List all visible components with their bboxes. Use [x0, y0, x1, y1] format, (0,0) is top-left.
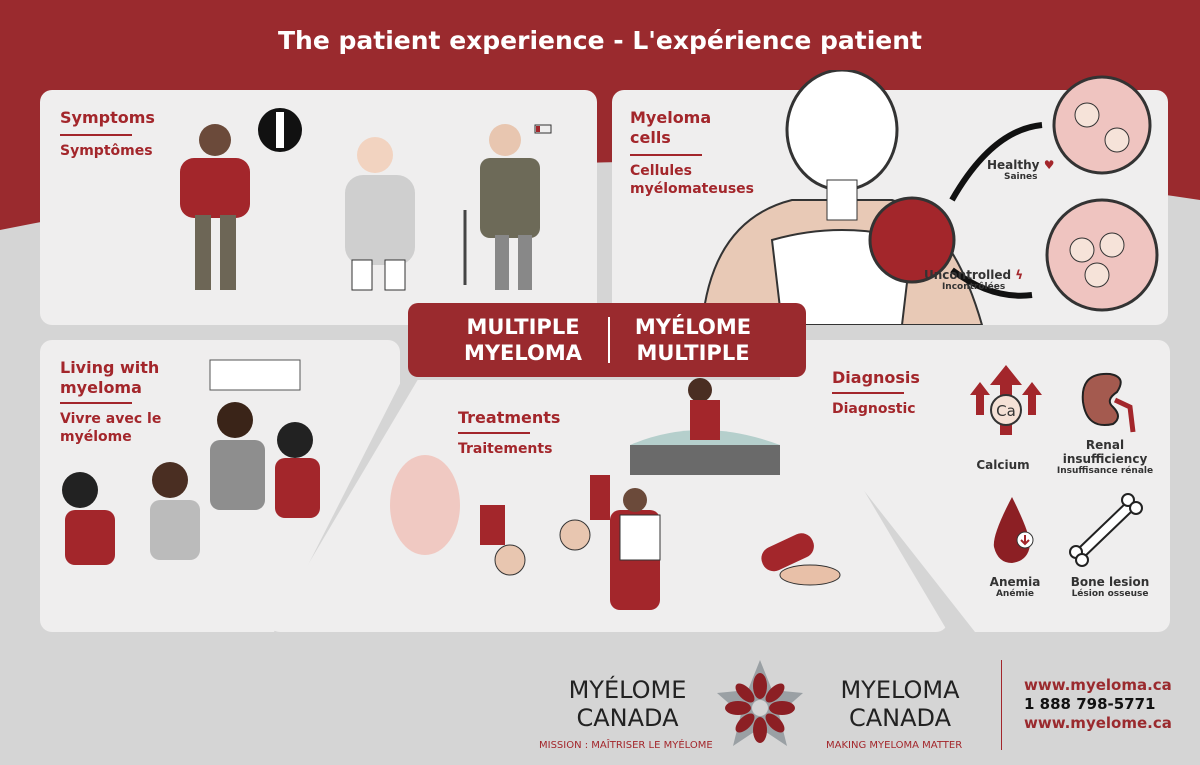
living-illustration — [62, 359, 320, 565]
myeloma-canada-logo — [717, 660, 803, 746]
diagnosis-title: Diagnosis — [832, 368, 920, 387]
lightning-icon: ϟ — [1015, 268, 1024, 282]
myeloma-cells-panel: Myeloma cells Cellules myélomateuses Hea… — [612, 70, 1168, 325]
ca-symbol: Ca — [996, 402, 1016, 420]
diag-label: Calcium — [976, 458, 1030, 472]
treatments-title-fr: Traitements — [458, 441, 553, 457]
tagline-fr: MISSION : MAÎTRISER LE MYÉLOME — [539, 740, 713, 751]
symptoms-panel: Symptoms Symptômes — [40, 90, 597, 325]
website-en[interactable]: www.myeloma.ca — [1024, 676, 1172, 694]
badge-fr: MYÉLOME MULTIPLE — [634, 315, 752, 365]
symptoms-illustration — [180, 108, 552, 291]
footer-divider — [1001, 660, 1002, 750]
uncontrolled-fr: Incontrôlées — [941, 282, 1006, 292]
cells-title-fr: Cellules myélomateuses — [630, 163, 754, 197]
diag-label-fr: Anémie — [995, 589, 1035, 599]
diagnosis-title-fr: Diagnostic — [832, 401, 916, 417]
symptoms-title: Symptoms — [60, 108, 155, 127]
diag-label: Renal insufficiency — [1062, 438, 1148, 466]
divider — [60, 134, 132, 136]
center-badge: MULTIPLE MYELOMA MYÉLOME MULTIPLE — [408, 303, 806, 377]
divider — [60, 402, 132, 404]
logo-fr: MYÉLOME CANADA — [568, 676, 687, 732]
website-fr[interactable]: www.myelome.ca — [1024, 714, 1172, 732]
living-title: Living with myeloma — [60, 358, 160, 397]
badge-divider — [608, 317, 610, 363]
treatments-illustration — [390, 378, 841, 610]
living-title-fr: Vivre avec le myélome — [60, 411, 162, 445]
calcium-icon: Ca — [970, 365, 1042, 435]
cells-title: Myeloma cells — [630, 108, 712, 147]
diag-label-fr: Insuffisance rénale — [1056, 466, 1154, 476]
diag-label: Anemia — [989, 575, 1041, 589]
diag-label-fr: Lésion osseuse — [1071, 589, 1149, 599]
phone-number: 1 888 798-5771 — [1024, 695, 1156, 713]
tagline-en: MAKING MYELOMA MATTER — [826, 740, 963, 751]
divider — [630, 154, 702, 156]
uncontrolled-text: Uncontrolled — [924, 268, 1012, 282]
blood-drop-icon — [993, 497, 1034, 563]
symptoms-title-fr: Symptômes — [60, 143, 153, 159]
broken-bone-icon — [1069, 493, 1143, 567]
diag-label: Bone lesion — [1070, 575, 1150, 589]
divider — [458, 432, 530, 434]
logo-en: MYELOMA CANADA — [840, 676, 960, 732]
badge-en: MULTIPLE MYELOMA — [463, 315, 583, 365]
healthy-label: Healthy ♥ Saines — [987, 158, 1054, 182]
healthy-text: Healthy — [987, 158, 1040, 172]
healthy-fr: Saines — [1003, 172, 1038, 182]
kidney-icon — [1081, 372, 1136, 433]
skeleton-illustration — [700, 70, 1159, 325]
page-title: The patient experience - L'expérience pa… — [278, 26, 922, 55]
treatments-title: Treatments — [458, 408, 561, 427]
diag-calcium: Calcium — [968, 458, 1038, 472]
divider — [832, 392, 904, 394]
heart-icon: ♥ — [1043, 158, 1055, 172]
contact-block: www.myeloma.ca 1 888 798-5771 www.myelom… — [1024, 676, 1172, 733]
